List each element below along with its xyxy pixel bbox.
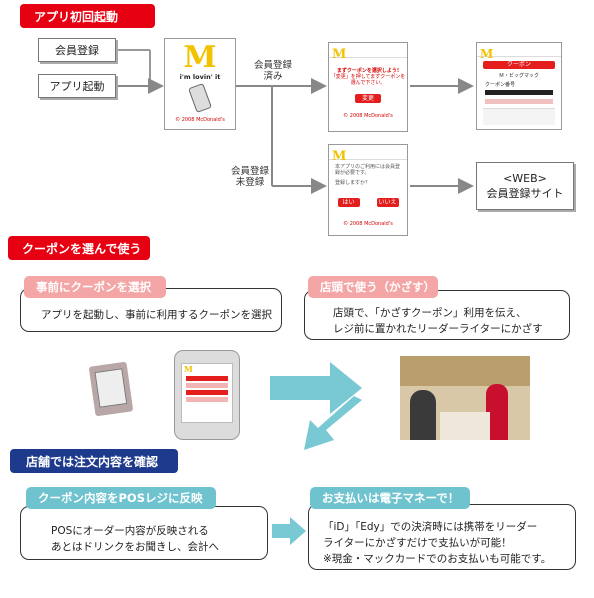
unregistered-question: 登録しますか？ — [335, 180, 371, 186]
registered-copyright: © 2008 McDonald's — [343, 113, 393, 119]
phone-icon — [188, 83, 212, 113]
phone-coupon-illustration: M — [174, 350, 240, 440]
in-store-title: 店頭で使う（かざす） — [308, 276, 438, 298]
web-subtitle: 会員登録サイト — [486, 187, 564, 200]
coupon-list-header: クーポン — [483, 61, 555, 69]
arrow-down-left-icon — [304, 396, 362, 450]
store-photo — [400, 356, 530, 440]
app-launch-box: アプリ起動 — [38, 74, 116, 98]
payment-box: 「iD」「Edy」での決済時には携帯をリーダー ライターにかざすだけで支払いが可… — [308, 504, 576, 570]
payment-line2: ライターにかざすだけで支払いが可能！ — [323, 537, 512, 549]
phone-photo — [88, 361, 134, 417]
change-button[interactable]: 変更 — [355, 94, 381, 103]
branch-registered-label: 会員登録 済み — [253, 60, 292, 82]
section-header-first-launch: アプリ初回起動 — [20, 4, 155, 28]
payment-title: お支払いは電子マネーで！ — [310, 487, 470, 509]
coupon-footer — [483, 108, 555, 125]
section-title: アプリ初回起動 — [34, 9, 119, 24]
unregistered-copyright: © 2008 McDonald's — [343, 221, 393, 227]
registered-screen: M まずクーポンを選択しよう! 「変更」を押してまずクーポンを 選んで下さい。 … — [328, 42, 408, 132]
pos-box: POSにオーダー内容が反映される あとはドリンクをお聞きし、会計へ — [20, 506, 268, 560]
mcdonalds-logo-icon: M — [480, 47, 494, 61]
section-title: クーポンを選んで使う — [22, 241, 142, 256]
arrow-right-icon — [270, 362, 362, 414]
payment-line1: 「iD」「Edy」での決済時には携帯をリーダー — [323, 521, 538, 533]
web-signup-box[interactable]: <WEB> 会員登録サイト — [476, 162, 574, 210]
mcdonalds-logo-icon: M — [332, 47, 347, 62]
pos-line1: POSにオーダー内容が反映される — [51, 525, 209, 537]
branch-unregistered-label: 会員登録 未登録 — [230, 166, 269, 188]
coupon-item[interactable]: Ｍ・ビッグマック — [498, 73, 539, 79]
no-button[interactable]: いいえ — [376, 198, 399, 207]
unregistered-text: 本アプリのご利用には会員登録が必要です。 — [335, 164, 401, 176]
web-title: <WEB> — [503, 172, 547, 185]
register-box: 会員登録 — [38, 38, 116, 62]
section-header-choose-coupon: クーポンを選んで使う — [8, 236, 150, 260]
pos-line2: あとはドリンクをお聞きし、会計へ — [51, 541, 219, 553]
section-header-store-confirm: 店舗では注文内容を確認 — [10, 449, 178, 473]
pre-select-body: アプリを起動し、事前に利用するクーポンを選択 — [41, 309, 272, 321]
registered-line2: 「変更」を押してまずクーポンを — [330, 74, 406, 80]
unregistered-screen: M 本アプリのご利用には会員登録が必要です。 登録しますか？ はい いいえ © … — [328, 144, 408, 236]
yes-button[interactable]: はい — [337, 198, 360, 207]
pos-title: クーポン内容をPOSレジに反映 — [26, 487, 216, 509]
pre-select-title: 事前にクーポンを選択 — [24, 276, 166, 298]
splash-tagline: i'm lovin' it — [179, 73, 221, 81]
app-launch-label: アプリ起動 — [49, 80, 105, 93]
splash-copyright: © 2008 McDonald's — [175, 117, 225, 123]
coupon-number-bar — [485, 90, 553, 95]
splash-screen: M i'm lovin' it © 2008 McDonald's — [164, 38, 236, 130]
coupon-number-label: クーポン番号 — [485, 82, 516, 88]
in-store-line1: 店頭で、「かざすクーポン」利用を伝え、 — [333, 307, 527, 319]
payment-line3: ※現金・マックカードでのお支払いも可能です。 — [323, 553, 552, 565]
coupon-slider[interactable] — [485, 99, 553, 104]
mcdonalds-logo-icon: M — [332, 149, 347, 164]
arrow-right-small-icon — [272, 517, 306, 545]
registered-line1: まずクーポンを選択しよう! — [336, 68, 400, 74]
section-title: 店舗では注文内容を確認 — [26, 454, 159, 469]
registered-line3: 選んで下さい。 — [350, 80, 386, 86]
coupon-list-screen: M クーポン Ｍ・ビッグマック クーポン番号 — [476, 42, 562, 130]
mcdonalds-logo-icon: M — [183, 40, 217, 75]
in-store-line2: レジ前に置かれたリーダーライターにかざす — [333, 323, 543, 335]
in-store-box: 店頭で、「かざすクーポン」利用を伝え、 レジ前に置かれたリーダーライターにかざす — [304, 290, 570, 340]
register-label: 会員登録 — [55, 44, 99, 57]
